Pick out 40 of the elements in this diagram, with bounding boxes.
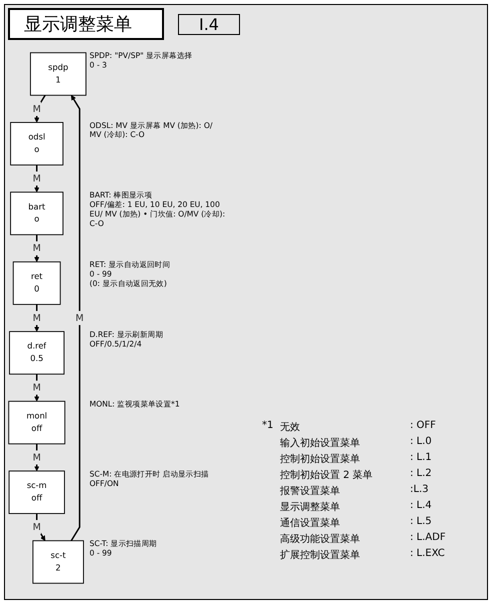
footnote-value: : L.0 — [410, 436, 433, 449]
node-box: sc-t 2 — [32, 540, 84, 584]
footnote-value: : L.EXC — [410, 548, 446, 561]
node-box: d.ref 0.5 — [9, 331, 64, 375]
edge-label: M — [32, 312, 41, 324]
node-box: bart o — [10, 192, 64, 236]
edge-label: M — [32, 452, 41, 463]
footnote-value: : L.4 — [410, 500, 433, 513]
arrow — [36, 514, 46, 541]
edge-label: M — [32, 172, 41, 184]
footnote-value: : OFF — [410, 420, 437, 433]
footnote-value: : L.ADF — [410, 532, 446, 545]
footnote-item: 显示调整菜单 — [280, 500, 341, 514]
node-box: odsl o — [10, 122, 64, 166]
edge-label: M — [32, 382, 41, 394]
edge-label: M — [32, 102, 41, 114]
menu-code: I.4 — [178, 14, 240, 34]
node-box: monl off — [8, 400, 66, 444]
footnote-item: 无效 — [280, 421, 301, 434]
arrow — [70, 95, 80, 542]
footnote-item: 通信设置菜单 — [280, 516, 341, 530]
menu-title: 显示调整菜单 — [8, 8, 164, 40]
footnote-item: 扩展控制设置菜单 — [280, 548, 361, 562]
footnote-value: : L.1 — [410, 452, 433, 465]
footnote-item: 输入初始设置菜单 — [280, 436, 361, 450]
footnote-value: : L.2 — [410, 468, 433, 481]
edge-label: M — [76, 312, 84, 324]
node-box: spdp 1 — [30, 52, 86, 96]
footnote-value: : L.5 — [410, 516, 433, 529]
footnote-item: 高级功能设置菜单 — [280, 532, 361, 546]
arrow — [34, 444, 40, 472]
node-box: ret 0 — [12, 261, 61, 305]
footnote-item: 报警设置菜单 — [280, 484, 341, 498]
edge-label: M — [32, 242, 41, 254]
node-box: sc-m off — [8, 470, 65, 514]
footnote-value: :L.3 — [410, 484, 430, 497]
footnote-mark: *1 — [262, 420, 274, 433]
footnote-item: 控制初始设置 2 菜单 — [280, 468, 374, 482]
edge-label: M — [32, 521, 41, 532]
footnote-item: 控制初始设置菜单 — [280, 452, 361, 466]
